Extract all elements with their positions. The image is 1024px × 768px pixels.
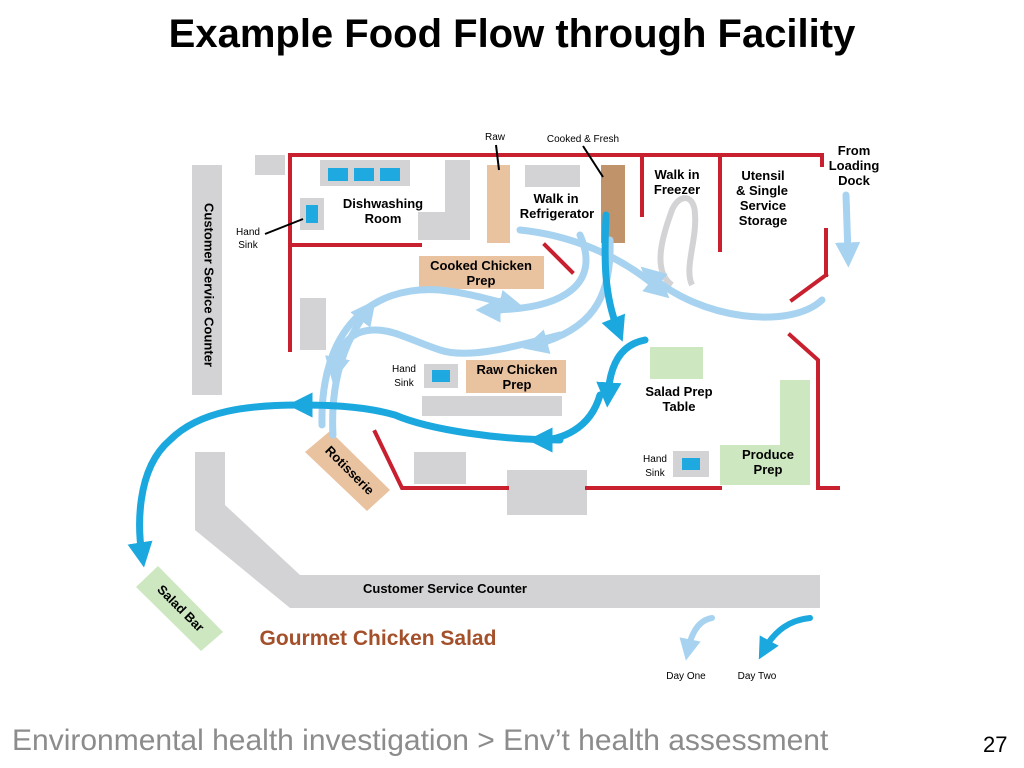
counter-under-raw-prep: [422, 396, 562, 416]
walls: [288, 153, 840, 490]
customer-service-counter-left: [192, 165, 222, 395]
dishwashing-label-1: Dishwashing: [343, 196, 423, 211]
slide-title: Example Food Flow through Facility: [168, 12, 856, 56]
flow-refrigerator-out: [516, 226, 670, 299]
dish-counter-l: [418, 160, 470, 240]
hand-sink-left: [306, 205, 318, 223]
legend-day-one-arrow: [679, 615, 715, 661]
produce-prep-label-2: Prep: [754, 462, 783, 477]
customer-service-counter-left-label: Customer Service Counter: [202, 203, 217, 367]
counter-left-wall: [300, 298, 326, 350]
stations: [136, 165, 810, 651]
flow-to-salad-prep: [596, 336, 649, 408]
flow-dock-to-storage: [640, 266, 826, 321]
customer-service-counter-bottom: [195, 505, 820, 608]
raw-chicken-prep-label-2: Prep: [503, 377, 532, 392]
legend: Day One Day Two: [666, 671, 777, 682]
raw-storage-shelf: [487, 165, 510, 243]
hand-sink-left-label-2: Sink: [238, 240, 258, 251]
legend-day-one-label: Day One: [666, 671, 706, 682]
walk-in-freezer-label-2: Freezer: [654, 182, 700, 197]
hand-sink-right-label-1: Hand: [643, 454, 667, 465]
salad-bar-station: [136, 566, 223, 651]
day-one-flows: [318, 191, 861, 439]
walk-in-refrigerator-label-1: Walk in: [533, 191, 578, 206]
slide-number: 27: [983, 732, 1008, 757]
raw-callout: Raw: [485, 132, 506, 143]
cooked-chicken-prep-label-2: Prep: [467, 273, 496, 288]
loading-dock-label-1: From: [838, 143, 871, 158]
flow-loading-dock-in: [834, 191, 861, 268]
hand-sink-mid-label-1: Hand: [392, 364, 416, 375]
cooked-chicken-prep-station: [419, 256, 544, 289]
raw-chicken-prep-station: [466, 360, 566, 393]
recipe-title: Gourmet Chicken Salad: [260, 627, 497, 650]
walk-in-refrigerator-label-2: Refrigerator: [520, 206, 594, 221]
utensil-label-3: Service: [740, 198, 786, 213]
hand-sink-mid: [432, 370, 450, 382]
callout-lines: [264, 144, 604, 235]
hand-sink-right-label-2: Sink: [645, 468, 665, 479]
counter-near-rotisserie: [414, 452, 466, 484]
dish-sink-3: [380, 168, 400, 181]
hand-sink-left-label-1: Hand: [236, 227, 260, 238]
hand-sink-mid-label-2: Sink: [394, 378, 414, 389]
produce-prep-label-1: Produce: [742, 447, 794, 462]
salad-prep-table-label-1: Salad Prep: [645, 384, 712, 399]
room-labels: Dishwashing Room Walk in Refrigerator Wa…: [343, 143, 879, 228]
utensil-label-1: Utensil: [741, 168, 784, 183]
counter-top-ref: [525, 165, 580, 187]
freezer-rack: [657, 195, 699, 288]
food-flow-floor-plan: Dishwashing Room Walk in Refrigerator Wa…: [127, 132, 879, 682]
callout-labels: Raw Cooked & Fresh Hand Sink Hand Sink H…: [236, 132, 667, 479]
day-two-flows: [127, 211, 649, 568]
salad-prep-table: [650, 347, 703, 379]
dishwashing-label-2: Room: [365, 211, 402, 226]
flow-fridge-down: [601, 211, 626, 342]
legend-day-two-label: Day Two: [738, 671, 777, 682]
cooked-chicken-prep-label-1: Cooked Chicken: [430, 258, 532, 273]
produce-prep-station: [720, 380, 810, 485]
rotisserie-station: [305, 431, 390, 511]
counter-top-stub: [255, 155, 285, 175]
cooked-fresh-callout: Cooked & Fresh: [547, 134, 619, 145]
counter-bottom-center: [507, 470, 587, 515]
dish-sink-2: [354, 168, 374, 181]
utensil-label-2: & Single: [736, 183, 788, 198]
customer-service-counter-bottom-label: Customer Service Counter: [363, 581, 527, 596]
hand-sink-right: [682, 458, 700, 470]
legend-day-two-arrow: [758, 615, 813, 660]
salad-prep-table-label-2: Table: [663, 399, 696, 414]
flow-rotisserie-up: [329, 299, 376, 439]
flow-line-to-counter: [287, 392, 564, 444]
raw-chicken-prep-label-1: Raw Chicken: [477, 362, 558, 377]
walk-in-freezer-label-1: Walk in: [654, 167, 699, 182]
hand-sinks: [300, 168, 709, 477]
flow-rotisserie-to-cooked-prep: [318, 286, 525, 429]
loading-dock-label-2: Loading: [829, 158, 880, 173]
utensil-label-4: Storage: [739, 213, 787, 228]
flow-to-salad-bar: [127, 401, 304, 568]
customer-service-counter-left-lower: [195, 452, 225, 512]
dish-sink-1: [328, 168, 348, 181]
footer-breadcrumb: Environmental health investigation > Env…: [12, 724, 829, 757]
loading-dock-label-3: Dock: [838, 173, 871, 188]
